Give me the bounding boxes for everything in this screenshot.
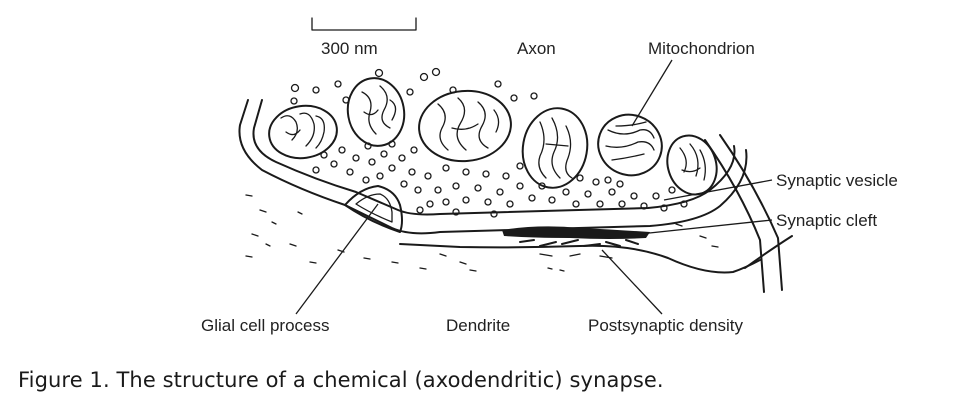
axon-label: Axon (517, 39, 556, 58)
glial-cell-process (344, 185, 403, 233)
leader-lines (295, 59, 773, 315)
dendrite-label: Dendrite (446, 316, 511, 335)
postsynaptic-density-label: Postsynaptic density (588, 316, 743, 335)
mitochondrion-2 (346, 77, 406, 147)
mitochondrion-4 (521, 107, 589, 189)
mitochondrion-3 (418, 89, 512, 163)
synaptic-cleft-label: Synaptic cleft (776, 211, 878, 230)
scale-bar (311, 17, 417, 31)
postsynaptic-density (502, 226, 650, 259)
mitochondrion-5 (597, 113, 663, 177)
mitochondrion-label: Mitochondrion (648, 39, 755, 58)
extracellular-specks (245, 194, 719, 272)
synaptic-vesicle-label: Synaptic vesicle (776, 171, 898, 190)
axon-membrane (238, 99, 748, 235)
glial-cell-process-label: Glial cell process (201, 316, 330, 335)
mitochondrion-1 (268, 104, 338, 160)
scale-bar-label: 300 nm (321, 39, 378, 58)
figure-caption: Figure 1. The structure of a chemical (a… (18, 368, 664, 392)
synapse-diagram: 300 nm Axon Mitochondrion Synaptic vesic… (201, 17, 898, 335)
synaptic-vesicles (290, 67, 688, 218)
